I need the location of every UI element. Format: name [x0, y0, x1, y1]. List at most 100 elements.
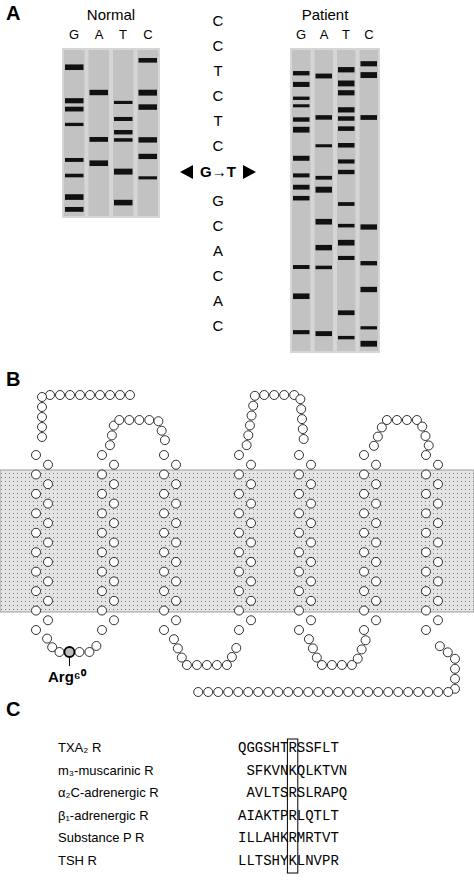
gel-band	[65, 174, 84, 178]
residue-circle	[172, 519, 181, 528]
gel-band	[338, 116, 355, 120]
residue-circle	[98, 587, 107, 596]
residue-circle	[235, 606, 244, 615]
gel-band	[65, 123, 84, 126]
residue-circle	[92, 641, 101, 650]
residue-circle	[295, 470, 304, 479]
gel-band	[293, 330, 310, 334]
residue-circle	[297, 405, 306, 414]
gel-band	[361, 115, 378, 120]
residue-circle	[98, 509, 107, 518]
residue-circle	[160, 587, 169, 596]
residue-circle	[307, 460, 316, 469]
residue-circle	[249, 401, 258, 410]
residue-circle	[106, 391, 115, 400]
residue-circle	[44, 577, 53, 586]
residue-circle	[38, 423, 47, 432]
residue-circle	[434, 577, 443, 586]
residue-circle	[32, 548, 41, 557]
leader-line	[69, 657, 70, 666]
residue-circle	[247, 519, 256, 528]
residue-circle	[235, 567, 244, 576]
gel-band	[316, 115, 333, 120]
residue-circle	[56, 391, 65, 400]
gel-band	[361, 287, 378, 292]
residue-circle	[354, 688, 363, 697]
residue-circle	[298, 425, 307, 434]
residue-circle	[235, 626, 244, 635]
residue-circle	[172, 538, 181, 547]
sequence-column: G C A C A C	[211, 188, 225, 338]
residue-circle	[98, 567, 107, 576]
residue-circle	[44, 480, 53, 489]
gel-band	[293, 265, 310, 269]
residue-circle	[434, 538, 443, 547]
residue-circle	[107, 431, 116, 440]
residue-circle	[280, 391, 289, 400]
sequence-text: SFKVNKQLKTVN	[246, 763, 347, 779]
residue-circle	[44, 460, 53, 469]
residue-circle	[98, 548, 107, 557]
residue-circle	[38, 433, 47, 442]
residue-circle	[86, 391, 95, 400]
residue-circle	[202, 661, 211, 670]
residue-circle	[384, 688, 393, 697]
residue-circle	[38, 413, 47, 422]
lane-label: A	[320, 28, 329, 43]
gel-band	[293, 127, 310, 133]
residue-circle	[372, 557, 381, 566]
gel-band	[293, 173, 310, 177]
residue-circle	[434, 519, 443, 528]
residue-circle	[372, 616, 381, 625]
gel-band	[338, 107, 355, 112]
residue-circle	[182, 661, 191, 670]
residue-circle	[194, 688, 203, 697]
panel-letter: C	[6, 698, 20, 721]
gel-band	[65, 194, 84, 200]
residue-circle	[422, 606, 431, 615]
gel-band	[338, 224, 355, 228]
gel-band	[316, 176, 333, 180]
residue-circle	[334, 688, 343, 697]
residue-circle	[295, 606, 304, 615]
residue-circle	[295, 587, 304, 596]
residue-circle	[451, 674, 460, 683]
residue-circle	[360, 567, 369, 576]
residue-circle	[235, 587, 244, 596]
residue-circle	[32, 528, 41, 537]
residue-circle	[421, 432, 430, 441]
gel-background	[62, 48, 160, 218]
residue-circle	[247, 596, 256, 605]
residue-circle	[98, 606, 107, 615]
residue-circle	[451, 654, 460, 663]
residue-circle	[435, 642, 444, 651]
receptor-name: TXA₂ R	[58, 741, 101, 756]
residue-circle	[232, 643, 241, 652]
gel-band	[361, 72, 378, 78]
residue-circle	[157, 426, 166, 435]
gel-band	[316, 219, 333, 225]
residue-circle	[402, 416, 411, 425]
gel-band	[114, 130, 133, 134]
gel-lane	[360, 50, 379, 351]
residue-circle	[110, 616, 119, 625]
residue-circle	[360, 451, 369, 460]
gel-lane	[113, 50, 134, 216]
residue-circle	[242, 441, 251, 450]
residue-circle	[234, 688, 243, 697]
residue-circle	[434, 460, 443, 469]
residue-circle	[160, 528, 169, 537]
receptor-name: m₃-muscarinic R	[58, 764, 154, 779]
residue-circle	[260, 391, 269, 400]
residue-circle	[364, 688, 373, 697]
residue-circle	[295, 567, 304, 576]
residue-circle	[250, 391, 259, 400]
conserved-column-box	[287, 739, 297, 873]
gel-title: Normal	[87, 6, 135, 23]
residue-circle	[307, 499, 316, 508]
residue-circle	[308, 644, 317, 653]
gel-lane	[138, 50, 159, 216]
residue-circle	[317, 661, 326, 670]
residue-circle	[422, 626, 431, 635]
residue-circle	[324, 688, 333, 697]
